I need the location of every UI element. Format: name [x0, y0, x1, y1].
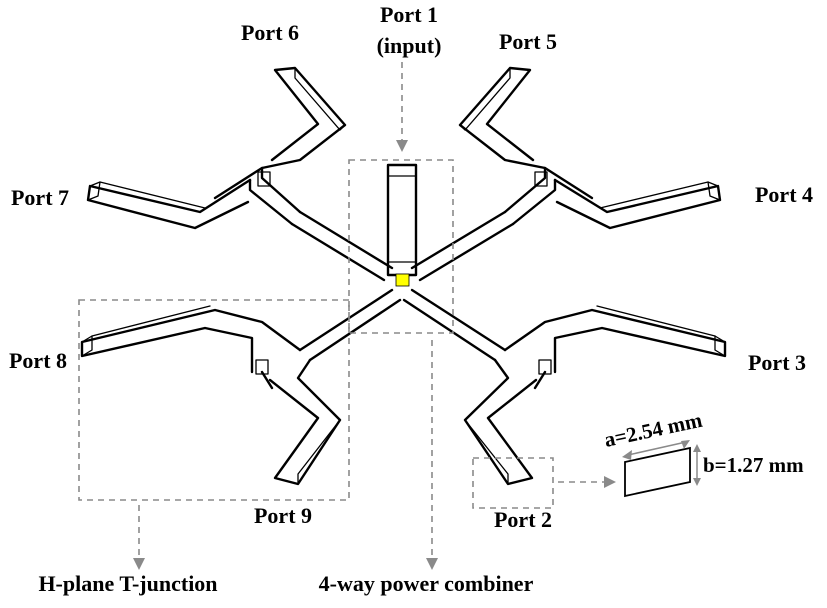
t-junction-region-box — [78, 299, 350, 501]
branch-upper-left — [86, 66, 347, 230]
port9-label: Port 9 — [254, 503, 312, 528]
combiner-region-box — [348, 159, 454, 334]
branch-upper-right — [458, 66, 722, 230]
port1-label: Port 1 — [380, 2, 438, 27]
port6-label: Port 6 — [241, 20, 299, 45]
port3-label: Port 3 — [748, 350, 806, 375]
dimension-b-label: b=1.27 mm — [703, 453, 804, 477]
port8-label: Port 8 — [9, 348, 67, 373]
dimension-a-label: a=2.54 mm — [602, 408, 705, 452]
arrow-port1-input — [396, 62, 408, 152]
branch-lower-right — [463, 305, 727, 486]
port2-region-box — [472, 457, 554, 509]
port5-label: Port 5 — [499, 29, 557, 54]
center-cross-arms — [290, 210, 515, 362]
port1-input-label: (input) — [377, 33, 442, 58]
branch-lower-left — [80, 305, 342, 486]
arrow-combiner-caption — [426, 340, 438, 570]
t-junction-caption: H-plane T-junction — [38, 571, 217, 596]
arrow-port2-crosssection — [558, 476, 616, 488]
port7-label: Port 7 — [11, 185, 69, 210]
combiner-caption: 4-way power combiner — [319, 571, 534, 596]
arrow-t-junction-caption — [133, 505, 145, 570]
feed-point-highlight — [395, 273, 410, 287]
port2-label: Port 2 — [494, 507, 552, 532]
port4-label: Port 4 — [755, 182, 813, 207]
waveguide-cross-section — [622, 440, 701, 498]
input-waveguide — [386, 163, 418, 277]
